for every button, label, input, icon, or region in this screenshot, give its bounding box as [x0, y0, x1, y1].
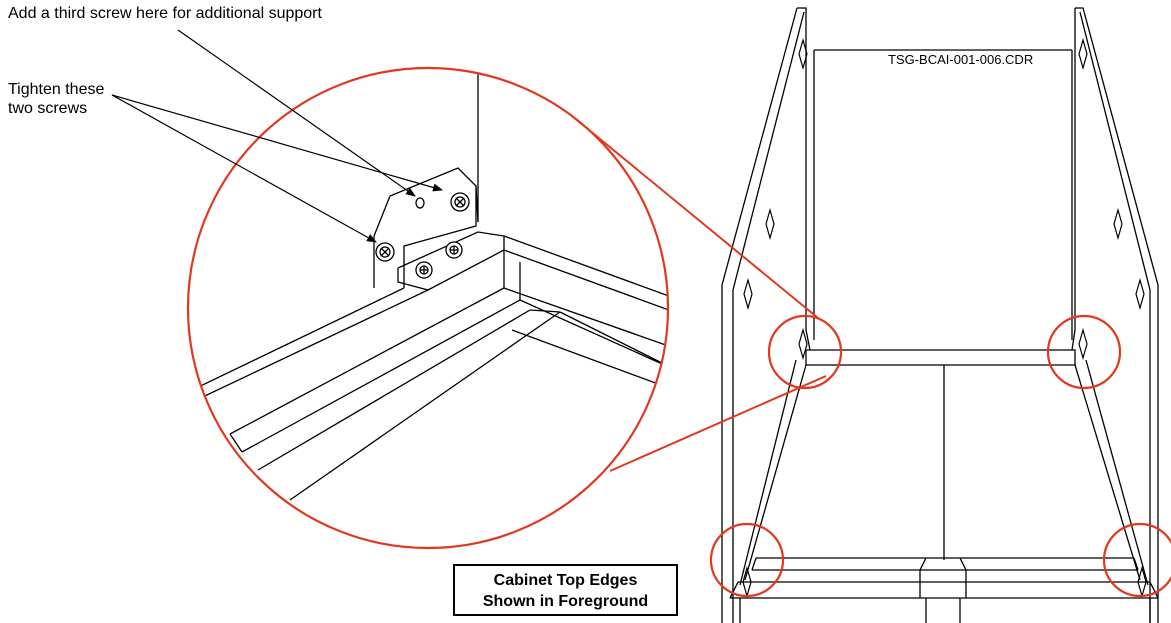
empty-screw-hole: [415, 197, 425, 209]
callout-tighten-screws: Tighten these two screws: [8, 80, 148, 118]
corner-circle-top-left: [767, 314, 843, 390]
note-line1: Cabinet Top Edges: [493, 572, 638, 589]
zoom-circle: [186, 66, 670, 550]
callout-third-screw: Add a third screw here for additional su…: [8, 5, 322, 22]
zoom-connector-lines: [571, 115, 827, 472]
drawing-file-code: TSG-BCAI-001-006.CDR: [888, 52, 1034, 67]
screw-rail-1: [445, 241, 463, 259]
arrow-tighten-right: [111, 94, 443, 192]
arrow-third-screw: [177, 29, 416, 197]
corner-circle-bottom-right: [1102, 522, 1171, 598]
corner-circle-bottom-left: [709, 522, 785, 598]
bracket-screws: [375, 192, 470, 279]
screw-rail-2: [415, 261, 433, 279]
note-line2: Shown in Foreground: [482, 593, 649, 610]
zoom-detail-view: [188, 70, 668, 501]
cabinet-outline: [721, 7, 1159, 623]
leader-arrows: [111, 29, 443, 243]
screw-upper-right: [450, 192, 470, 212]
callout-tighten-line2: two screws: [8, 100, 88, 117]
foreground-note-box: Cabinet Top Edges Shown in Foreground: [453, 564, 678, 616]
corner-highlights: [709, 314, 1171, 598]
callout-tighten-line1: Tighten these: [8, 81, 105, 98]
screw-lower-left: [375, 242, 395, 262]
arrow-tighten-left: [111, 94, 377, 243]
corner-circle-top-right: [1046, 314, 1122, 390]
